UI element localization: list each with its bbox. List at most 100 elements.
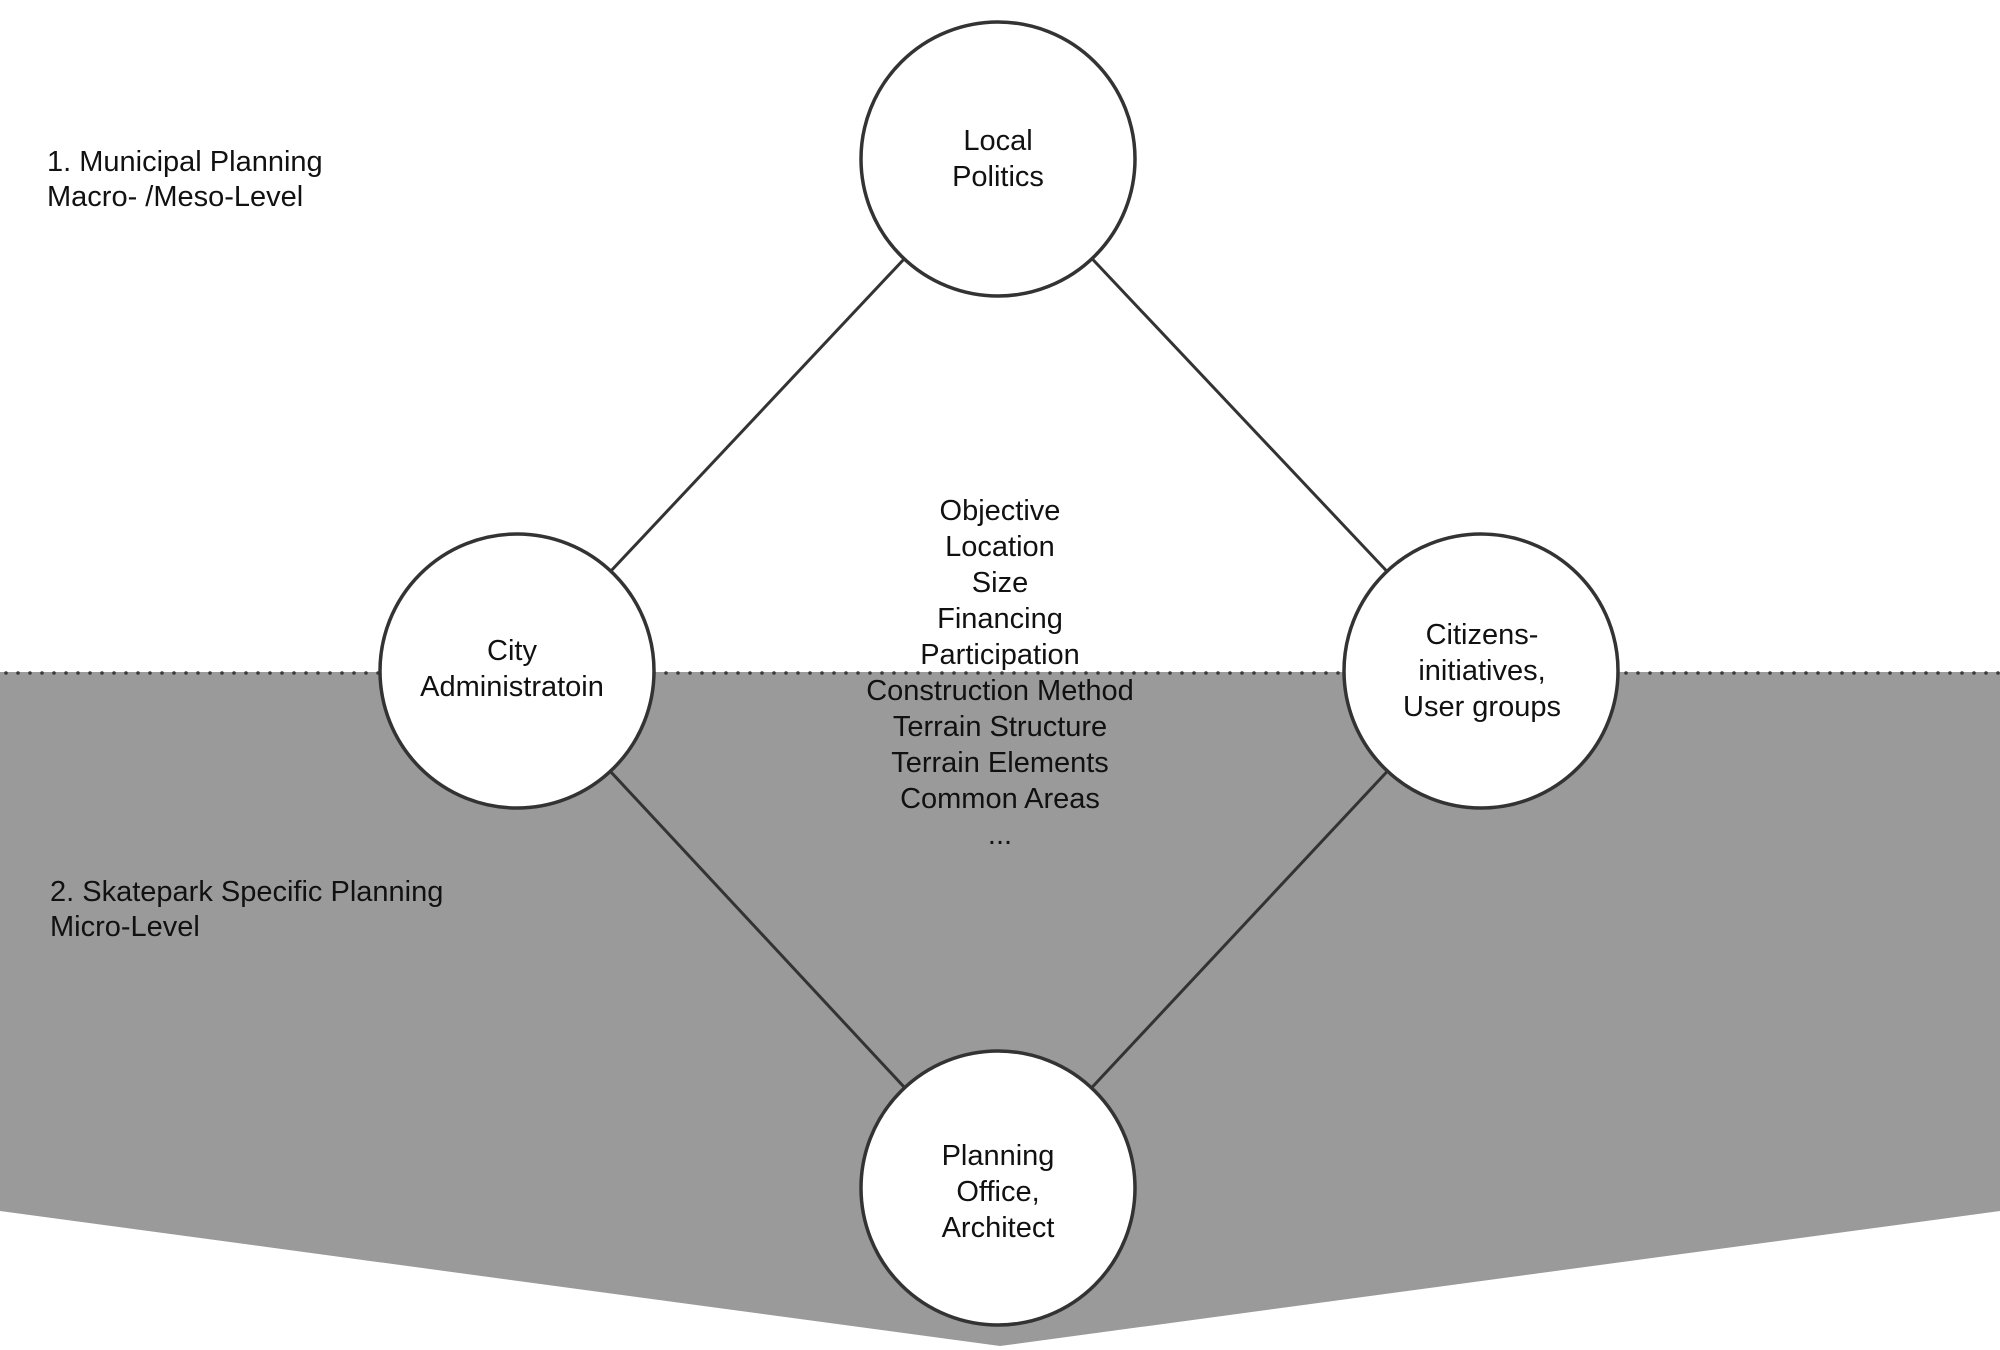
divider-dot	[244, 671, 248, 675]
divider-dot	[1288, 671, 1292, 675]
divider-dot	[256, 671, 260, 675]
divider-dot	[772, 671, 776, 675]
divider-dot	[1924, 671, 1928, 675]
divider-dot	[700, 671, 704, 675]
divider-dot	[1852, 671, 1856, 675]
divider-dot	[796, 671, 800, 675]
criterion: ...	[987, 819, 1013, 851]
divider-dot	[1240, 671, 1244, 675]
divider-dot	[1216, 671, 1220, 675]
divider-dot	[952, 671, 956, 675]
divider-dot	[1828, 671, 1832, 675]
divider-dot	[1948, 671, 1952, 675]
divider-dot	[1168, 671, 1172, 675]
divider-dot	[172, 671, 176, 675]
micro-level-band	[0, 672, 2000, 1346]
divider-dot	[1096, 671, 1100, 675]
divider-dot	[1324, 671, 1328, 675]
edge-city-administration-planning-office	[609, 770, 906, 1089]
divider-dot	[1144, 671, 1148, 675]
divider-dot	[280, 671, 284, 675]
divider-dot	[76, 671, 80, 675]
divider-dot	[1756, 671, 1760, 675]
divider-dot	[112, 671, 116, 675]
divider-dot	[160, 671, 164, 675]
divider-dot	[52, 671, 56, 675]
divider-dot	[976, 671, 980, 675]
divider-dot	[328, 671, 332, 675]
divider-dot	[736, 671, 740, 675]
level-divider-dotted-line	[4, 671, 2000, 675]
divider-dot	[1660, 671, 1664, 675]
node-label-planning-office: Planning Office, Architect	[941, 1140, 1055, 1244]
divider-dot	[892, 671, 896, 675]
divider-dot	[1132, 671, 1136, 675]
divider-dot	[88, 671, 92, 675]
divider-dot	[1228, 671, 1232, 675]
divider-dot	[1624, 671, 1628, 675]
divider-dot	[1180, 671, 1184, 675]
divider-dot	[292, 671, 296, 675]
level-1-subtitle: Macro- /Meso-Level	[47, 181, 304, 213]
divider-dot	[148, 671, 152, 675]
edge-local-politics-city-administration	[609, 257, 906, 573]
divider-dot	[1840, 671, 1844, 675]
divider-dot	[1120, 671, 1124, 675]
divider-dot	[688, 671, 692, 675]
divider-dot	[664, 671, 668, 675]
divider-dot	[40, 671, 44, 675]
divider-dot	[1192, 671, 1196, 675]
divider-dot	[1204, 671, 1208, 675]
divider-dot	[916, 671, 920, 675]
divider-dot	[28, 671, 32, 675]
divider-dot	[832, 671, 836, 675]
divider-dot	[1804, 671, 1808, 675]
divider-dot	[856, 671, 860, 675]
divider-dot	[1300, 671, 1304, 675]
edges	[609, 257, 1389, 1089]
divider-dot	[1720, 671, 1724, 675]
divider-dot	[844, 671, 848, 675]
divider-dot	[1768, 671, 1772, 675]
divider-dot	[1888, 671, 1892, 675]
divider-dot	[184, 671, 188, 675]
divider-dot	[1864, 671, 1868, 675]
node-planning-office	[859, 1049, 1137, 1327]
node-citizens-initiatives	[1342, 532, 1620, 810]
divider-dot	[1912, 671, 1916, 675]
divider-dot	[808, 671, 812, 675]
criterion: Construction Method	[866, 675, 1134, 707]
divider-dot	[1264, 671, 1268, 675]
divider-dot	[868, 671, 872, 675]
divider-dot	[268, 671, 272, 675]
divider-dot	[748, 671, 752, 675]
divider-dot	[304, 671, 308, 675]
criterion: Objective	[939, 495, 1061, 527]
level-1-label: 1. Municipal Planning Macro- /Meso-Level	[47, 145, 323, 215]
criterion: Participation	[920, 639, 1080, 671]
divider-dot	[1276, 671, 1280, 675]
level-2-subtitle: Micro-Level	[50, 911, 200, 943]
divider-dot	[820, 671, 824, 675]
divider-dot	[232, 671, 236, 675]
level-1-title: 1. Municipal Planning	[47, 146, 323, 178]
divider-dot	[1036, 671, 1040, 675]
divider-dot	[928, 671, 932, 675]
divider-dot	[1972, 671, 1976, 675]
divider-dot	[1012, 671, 1016, 675]
divider-dot	[220, 671, 224, 675]
node-city-administration	[378, 532, 656, 810]
divider-dot	[964, 671, 968, 675]
edge-citizens-initiatives-planning-office	[1090, 770, 1389, 1089]
divider-dot	[1984, 671, 1988, 675]
divider-dot	[1084, 671, 1088, 675]
divider-dot	[1792, 671, 1796, 675]
divider-dot	[1780, 671, 1784, 675]
divider-dot	[1744, 671, 1748, 675]
divider-dot	[1072, 671, 1076, 675]
divider-dot	[1108, 671, 1112, 675]
criterion: Terrain Structure	[892, 711, 1108, 743]
divider-dot	[880, 671, 884, 675]
divider-dot	[1936, 671, 1940, 675]
